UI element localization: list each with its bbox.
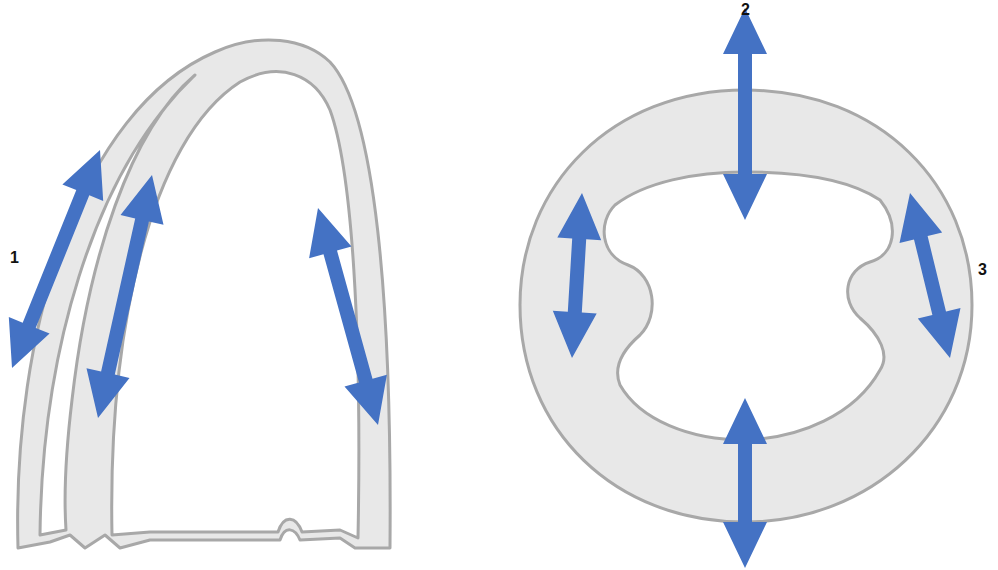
strain-arrow (553, 193, 601, 358)
strain-arrow (723, 398, 767, 568)
strain-arrow (723, 8, 767, 220)
strain-arrow (87, 175, 164, 418)
strain-arrow (9, 150, 103, 368)
left-ventricle-cavity (112, 72, 359, 538)
strain-arrow (900, 193, 961, 358)
callout-number: 2 (741, 2, 750, 18)
callout-number: 1 (10, 250, 19, 266)
heart-wall (18, 40, 391, 548)
callout-number: 3 (978, 262, 987, 278)
strain-arrow (309, 208, 387, 425)
